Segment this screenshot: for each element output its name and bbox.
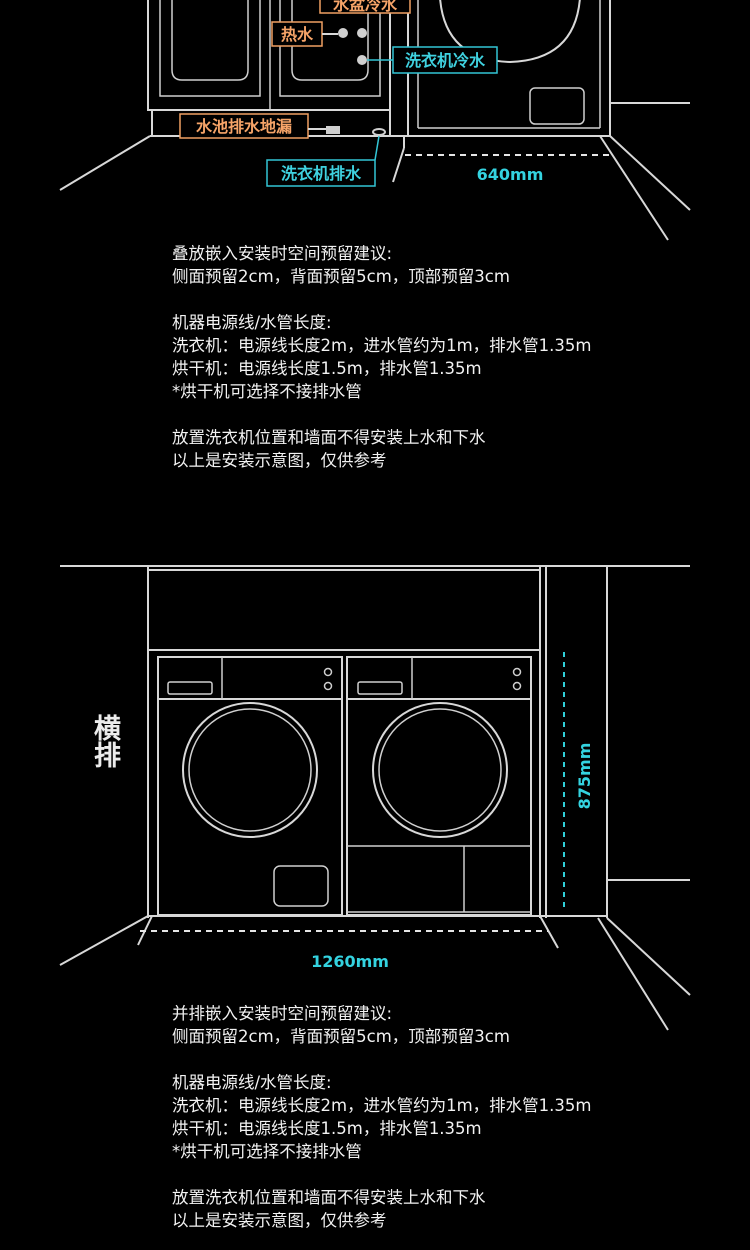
svg-text:水池排水地漏: 水池排水地漏 [196,117,292,136]
top-cabinet-diagram [59,0,691,241]
callout-washer-cold: 洗衣机冷水 [367,46,498,74]
svg-text:洗衣机排水: 洗衣机排水 [281,164,362,183]
stacked-disclaimer: 以上是安装示意图，仅供参考 [172,451,387,470]
callout-basin-cold: 水盆冷水 [319,0,411,14]
side-dryer-note: *烘干机可选择不接排水管 [172,1142,362,1161]
callout-hot-water: 热水 [271,21,338,47]
side-height-dimension: 875mm [575,743,594,810]
stacked-clearance: 侧面预留2cm，背面预留5cm，顶部预留3cm [172,267,510,286]
svg-text:热水: 热水 [281,25,314,44]
callout-washer-drain: 洗衣机排水 [266,135,380,187]
svg-text:水盆冷水: 水盆冷水 [333,0,398,14]
side-washer-spec: 洗衣机：电源线长度2m，进水管约为1m，排水管1.35m [172,1096,592,1115]
stacked-wall-note: 放置洗衣机位置和墙面不得安装上水和下水 [172,428,486,447]
top-width-dimension: 640mm [477,165,544,184]
svg-text:洗衣机冷水: 洗衣机冷水 [405,51,486,70]
side-install-notes: 并排嵌入安装时空间预留建议: 侧面预留2cm，背面预留5cm，顶部预留3cm 机… [172,1002,712,1232]
stacked-washer-spec: 洗衣机：电源线长度2m，进水管约为1m，排水管1.35m [172,336,592,355]
callout-sink-floor-drain: 水池排水地漏 [179,113,326,139]
stacked-install-notes: 叠放嵌入安装时空间预留建议: 侧面预留2cm，背面预留5cm，顶部预留3cm 机… [172,242,712,472]
side-dryer-spec: 烘干机：电源线长度1.5m，排水管1.35m [172,1119,482,1138]
side-clearance: 侧面预留2cm，背面预留5cm，顶部预留3cm [172,1027,510,1046]
stacked-heading: 叠放嵌入安装时空间预留建议: [172,244,393,263]
side-wall-note: 放置洗衣机位置和墙面不得安装上水和下水 [172,1188,486,1207]
washer-machine [157,656,343,916]
stacked-cable-heading: 机器电源线/水管长度: [172,313,332,332]
dryer-machine [346,656,532,916]
side-disclaimer: 以上是安装示意图，仅供参考 [172,1211,387,1230]
side-cable-heading: 机器电源线/水管长度: [172,1073,332,1092]
side-heading: 并排嵌入安装时空间预留建议: [172,1004,393,1023]
stacked-dryer-note: *烘干机可选择不接排水管 [172,382,362,401]
side-width-dimension: 1260mm [311,952,389,971]
side-by-side-diagram [59,565,691,1031]
side-by-side-title: 横排 [89,714,120,768]
stacked-dryer-spec: 烘干机：电源线长度1.5m，排水管1.35m [172,359,482,378]
